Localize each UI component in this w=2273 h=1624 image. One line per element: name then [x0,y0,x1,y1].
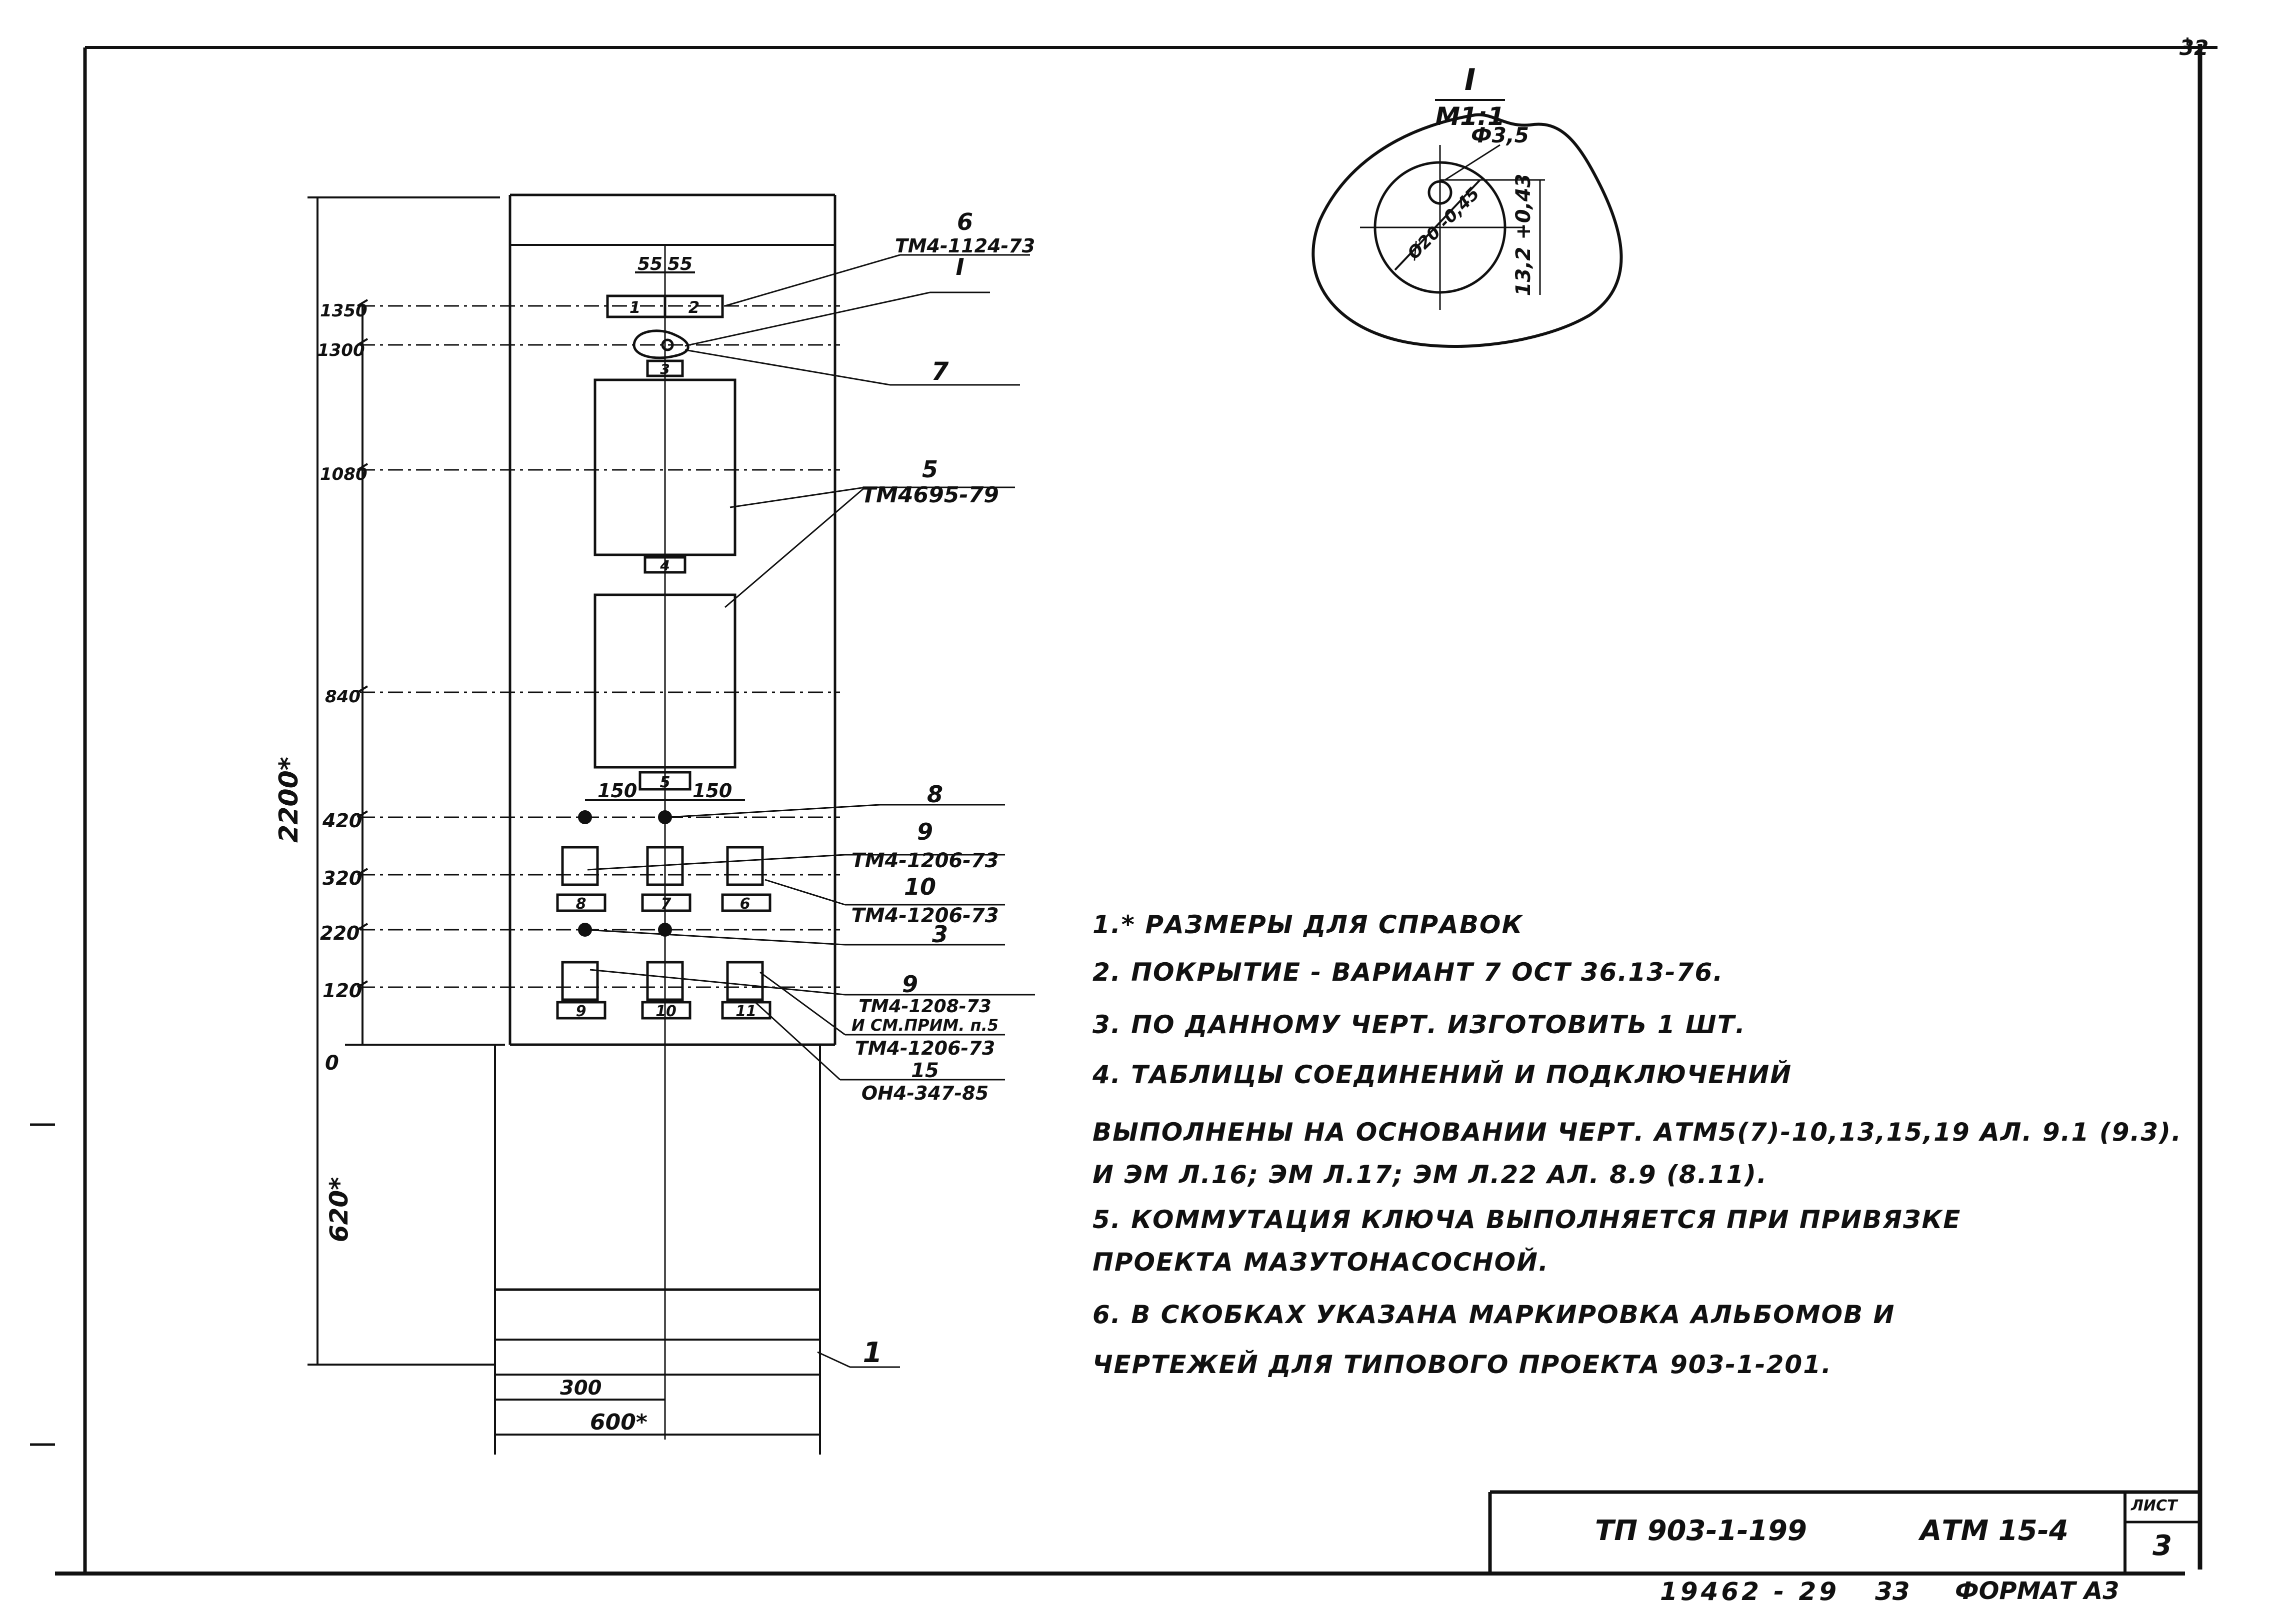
element-number: 7 [661,895,672,913]
copy-number: 33 [1875,1577,1910,1606]
detail-view-i [1312,99,1623,348]
note-2: 2. ПОКРЫТИЕ - ВАРИАНТ 7 ОСТ 36.13-76. [1092,958,1724,987]
callout-position: 6 [957,208,973,235]
callout-reference: И СМ.ПРИМ. п.5 [852,1016,998,1035]
note-4: 4. ТАБЛИЦЫ СОЕДИНЕНИЙ И ПОДКЛЮЧЕНИЙ [1092,1060,1792,1089]
note-4-cont-2: И ЭМ Л.16; ЭМ Л.17; ЭМ Л.22 АЛ. 8.9 (8.1… [1092,1160,1768,1189]
detail-dim-b: 13,2 +0,43 [1512,174,1535,296]
level-label: 120 [322,980,362,1002]
detail-hole-diameter: Ф3,5 [1471,123,1529,147]
drawing-code: АТМ 15-4 [1920,1515,2068,1547]
element-numbers: 1 2 3 4 5 6 7 8 9 10 11 [576,298,756,1020]
sheet-frame [30,37,2218,1576]
overall-height-dimension: 2200* [274,757,304,843]
overall-width-dimension: 600* [590,1410,648,1435]
level-label: 320 [322,867,362,889]
lamp-markers [578,810,672,937]
element-number: 2 [688,298,700,317]
inventory-number: 19462 - 29 [1660,1577,1840,1606]
level-label: 0 [325,1052,339,1075]
leader-lines [584,254,1035,1368]
level-labels: 1350 1300 1080 840 420 320 220 120 0 [318,301,368,1075]
callouts: 6 ТМ4-1124-73 I 7 5 ТМ4695-79 8 9 ТМ4-12… [851,208,1035,1369]
project-number: ТП 903-1-199 [1595,1515,1807,1547]
element-number: 10 [656,1003,676,1020]
detail-scale: М1:1 [1435,102,1504,131]
callout-reference: ТМ4-1208-73 [858,996,992,1017]
detail-dim-a: Ø20 -0,45 [1403,183,1484,264]
note-6-cont: ЧЕРТЕЖЕЙ ДЛЯ ТИПОВОГО ПРОЕКТА 903-1-201. [1092,1350,1832,1379]
element-number: 1 [630,298,640,317]
callout-position: 3 [932,921,948,948]
title-block [1488,1490,2200,1574]
callout-reference: ТМ4-1124-73 [895,235,1035,257]
callout-position: 1 [863,1337,882,1369]
callout-reference: ТМ4695-79 [861,482,999,508]
half-width-dimension: 300 [560,1377,602,1400]
element-number: 6 [740,895,750,913]
sheet-corner-number: 32 [2180,35,2208,60]
dimension-lines [308,196,820,1436]
callout-position: 9 [917,818,933,845]
level-label: 840 [325,687,360,707]
level-label: 420 [322,810,362,832]
note-6: 6. В СКОБКАХ УКАЗАНА МАРКИРОВКА АЛЬБОМОВ… [1092,1300,1896,1329]
lower-height-dimension: 620* [324,1177,354,1243]
callout-position: 10 [904,873,936,900]
level-label: 1300 [318,340,365,360]
callout-position: I [956,253,964,280]
panel-outline [494,193,836,1455]
callout-reference: ТМ4-1206-73 [851,904,998,927]
callout-position: 5 [922,456,938,483]
element-number: 4 [660,557,670,574]
detail-title: I [1464,62,1476,97]
top-pitch-b: 55 [668,254,692,274]
note-1: 1.* РАЗМЕРЫ ДЛЯ СПРАВОК [1092,910,1524,939]
callout-position: 7 [932,357,949,386]
element-number: 8 [576,895,586,913]
level-label: 1080 [320,464,368,484]
lamp-pitch-b: 150 [692,780,732,802]
callout-reference: ОН4-347-85 [862,1082,988,1104]
level-lines [360,305,840,988]
element-number: 9 [576,1003,586,1020]
note-5-cont: ПРОЕКТА МАЗУТОНАСОСНОЙ. [1092,1248,1549,1277]
callout-reference: ТМ4-1206-73 [855,1037,995,1059]
sheet-format: ФОРМАТ А3 [1955,1577,2120,1605]
sheet-number: 3 [2152,1530,2172,1562]
note-5: 5. КОММУТАЦИЯ КЛЮЧА ВЫПОЛНЯЕТСЯ ПРИ ПРИВ… [1092,1205,1962,1234]
note-3: 3. ПО ДАННОМУ ЧЕРТ. ИЗГОТОВИТЬ 1 ШТ. [1092,1010,1746,1039]
panel-elements [556,294,772,1020]
level-label: 1350 [320,301,368,321]
note-4-cont-1: ВЫПОЛНЕНЫ НА ОСНОВАНИИ ЧЕРТ. АТМ5(7)-10,… [1092,1118,2182,1147]
sheet-label: ЛИСТ [2131,1497,2178,1515]
element-number: 5 [660,774,670,791]
element-number: 11 [736,1003,756,1020]
callout-reference: ТМ4-1206-73 [851,849,998,872]
lamp-pitch-a: 150 [598,780,637,802]
callout-position: 8 [927,781,943,808]
level-label: 220 [320,922,360,944]
callout-position: 9 [902,971,918,998]
top-pitch-a: 55 [638,254,662,274]
element-number: 3 [660,361,670,377]
callout-position: 15 [911,1059,939,1082]
